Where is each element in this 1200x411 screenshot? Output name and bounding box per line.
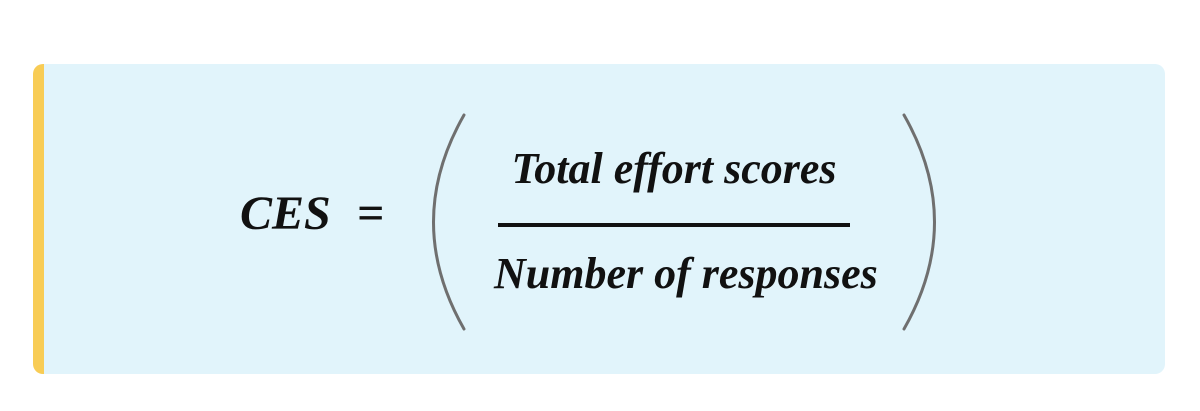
fraction: Total effort scores Number of responses [494,144,878,298]
formula-card: CES = Total effort scores Number of respo… [33,64,1165,374]
formula-lhs: CES = [240,190,384,238]
equals-sign: = [356,187,385,240]
left-parenthesis-icon [432,113,466,331]
fraction-denominator: Number of responses [494,249,878,298]
ces-label: CES [240,187,331,240]
fraction-bar [498,223,850,227]
fraction-numerator: Total effort scores [511,144,837,193]
right-parenthesis-icon [902,113,936,331]
